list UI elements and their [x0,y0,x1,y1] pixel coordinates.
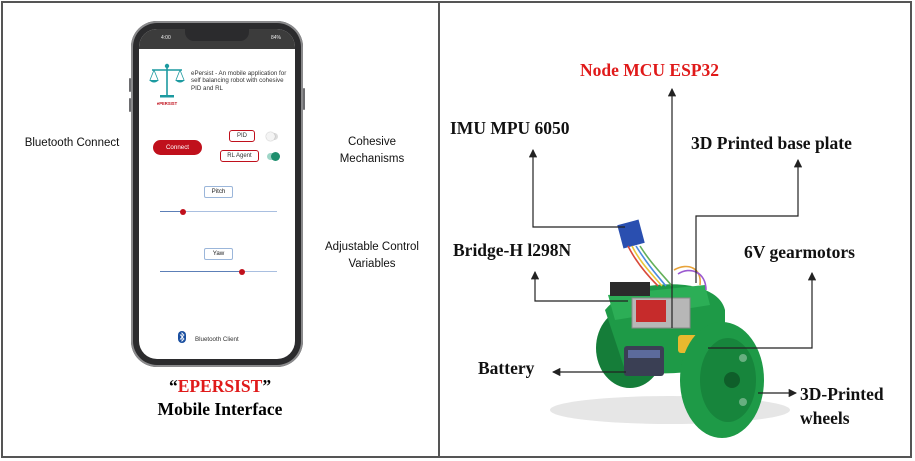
pointer-arrows [528,87,817,398]
robot-illustration [550,219,790,438]
wire [639,245,673,287]
robot-diagram [528,87,817,438]
caption-quote-close: ” [262,376,272,396]
caption-line-2: Mobile Interface [157,399,283,419]
caption-line-1: “EPERSIST” [110,375,330,398]
pid-toggle[interactable] [266,132,278,141]
wire [631,245,663,287]
pitch-slider-fill [160,211,184,212]
phone-power-button [303,88,305,110]
pitch-label: Pitch [204,186,233,198]
bluetooth-client-label: Bluetooth Client [195,336,239,343]
pitch-slider[interactable] [160,209,277,215]
wheels-label: 3D-Printed wheels [800,382,884,430]
yaw-slider-thumb[interactable] [238,269,245,275]
wheels-line-2: wheels [800,408,850,428]
yaw-label: Yaw [204,248,233,260]
arrow-gearmotors [708,271,817,349]
imu-board [617,219,645,249]
status-time: 4:00 [161,35,171,41]
battery-label: Battery [478,358,535,378]
wheels-line-1: 3D-Printed [800,384,884,404]
phone-volume-button [129,98,131,112]
battery-label-strip [628,350,660,358]
phone-notch [185,29,249,41]
epersist-logo: ePERSIST [149,63,185,106]
yaw-slider-fill [160,271,242,272]
figure-caption: “EPERSIST” Mobile Interface [110,375,330,421]
yaw-slider[interactable] [160,269,277,275]
cohesive-line-1: Cohesive [348,136,396,148]
wire [673,265,701,286]
arrow-bridge [530,270,628,302]
wire [635,245,667,287]
bridge-label: Bridge-H l298N [453,240,572,260]
arrow-imu [528,148,625,228]
rl-agent-toggle-knob [271,152,280,161]
status-battery: 84% [270,35,281,41]
imu-label: IMU MPU 6050 [450,118,570,138]
cohesive-line-2: Mechanisms [339,153,405,165]
arrow-base-plate [695,158,803,283]
bluetooth-icon [178,331,186,343]
wire [627,245,659,287]
panel-divider [438,2,440,457]
esp32-board [610,282,650,296]
cohesive-mechanisms-label: Cohesive Mechanisms [316,134,428,168]
adjustable-control-label: Adjustable Control Variables [310,239,434,273]
gearmotors-label: 6V gearmotors [744,242,855,262]
pid-chip[interactable]: PID [229,130,255,142]
l298n-heatsink [636,300,666,322]
bluetooth-connect-label: Bluetooth Connect [14,135,130,152]
adjustable-line-1: Adjustable Control [325,241,419,253]
front-wheel-hub [724,372,740,388]
adjustable-line-2: Variables [348,258,396,270]
connect-button[interactable]: Connect [153,140,202,155]
pitch-slider-thumb[interactable] [180,209,187,215]
caption-app-name: EPERSIST [177,376,263,396]
bluetooth-connect-text: Bluetooth Connect [24,137,120,149]
node-mcu-label: Node MCU ESP32 [580,60,720,80]
caption-quote-open: “ [168,376,178,396]
rl-agent-chip[interactable]: RL Agent [220,150,259,162]
phone-volume-button [129,78,131,92]
base-plate-label: 3D Printed base plate [691,133,852,153]
rl-agent-toggle[interactable] [267,152,280,161]
logo-text: ePERSIST [157,101,178,106]
pid-toggle-knob [266,132,275,141]
app-description: ePersist - An mobile application for sel… [191,70,287,92]
